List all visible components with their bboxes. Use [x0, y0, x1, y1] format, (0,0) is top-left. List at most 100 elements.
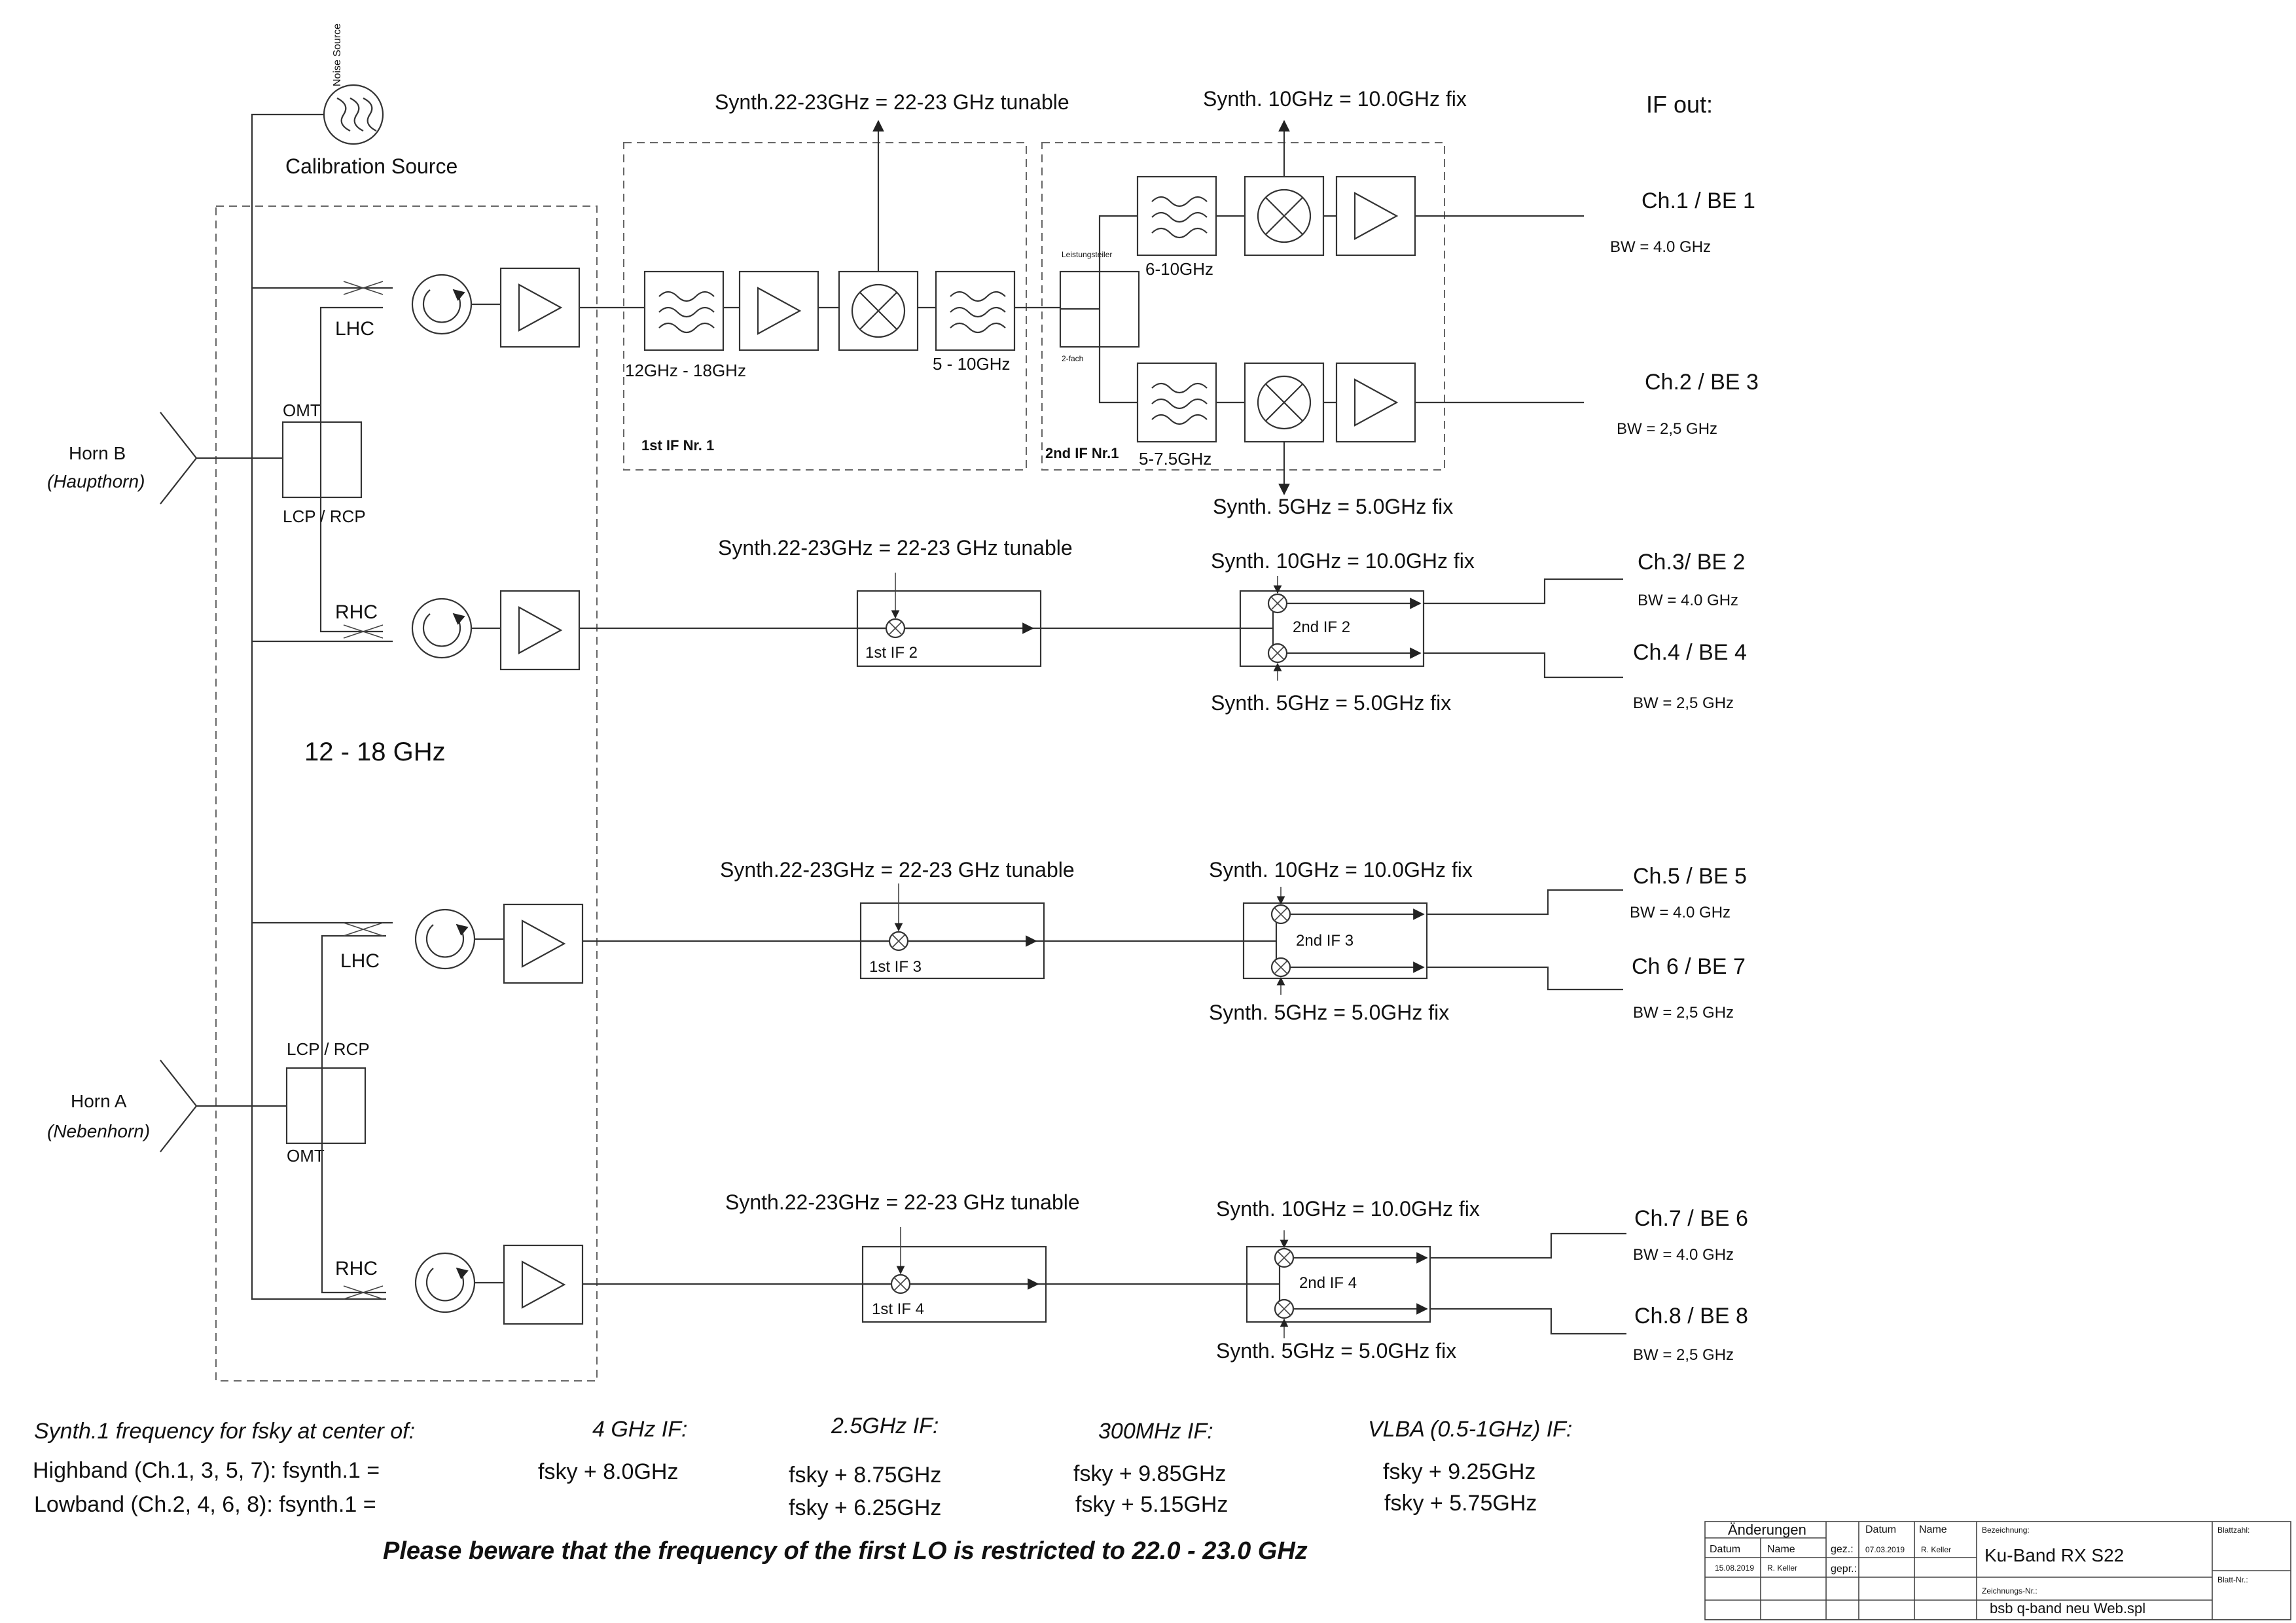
chain-3-out-b: Ch 6 / BE 7 [1632, 954, 1746, 979]
freq-col-vlba: VLBA (0.5-1GHz) IF: [1368, 1417, 1572, 1442]
frontend-enclosure [215, 205, 598, 1382]
freq-table-title: Synth.1 frequency for fsky at center of: [34, 1419, 415, 1444]
filter-5-10 [935, 270, 1016, 351]
filter-in-label: 12GHz - 18GHz [625, 361, 746, 380]
tb-drawing-no: bsb q-band neu Web.spl [1990, 1600, 2145, 1616]
chain-4-synth1: Synth.22-23GHz = 22-23 GHz tunable [725, 1190, 1080, 1214]
filter-out-label: 5 - 10GHz [933, 354, 1011, 374]
tb-designation: Ku-Band RX S22 [1984, 1545, 2124, 1565]
chain-3-synth1: Synth.22-23GHz = 22-23 GHz tunable [720, 858, 1075, 882]
pol-rhc-2: RHC [335, 1258, 378, 1279]
tb-gez: gez.: [1831, 1544, 1854, 1555]
chain-4-bw-b: BW = 2,5 GHz [1633, 1346, 1734, 1364]
chain-2: Synth.22-23GHz = 22-23 GHz tunable 1st I… [579, 536, 1747, 715]
filter-b-label: 5-7.5GHz [1139, 449, 1211, 469]
chain-3-synth5: Synth. 5GHz = 5.0GHz fix [1209, 1001, 1449, 1024]
omt-b-top-label: OMT [283, 401, 321, 420]
chain-2-bw-b: BW = 2,5 GHz [1633, 694, 1734, 712]
chain-2-if1: 1st IF 2 [865, 644, 918, 662]
chain-2-out-b: Ch.4 / BE 4 [1633, 640, 1747, 665]
tb-datum-h2: Datum [1865, 1524, 1896, 1535]
chain-4-synth10: Synth. 10GHz = 10.0GHz fix [1216, 1197, 1480, 1221]
if2-mixer-b [1244, 362, 1325, 443]
freq-high-2p5ghz: fsky + 8.75GHz [789, 1463, 941, 1488]
tb-changes: Änderungen [1728, 1522, 1806, 1538]
omt-a [285, 1067, 367, 1145]
if2-title: 2nd IF Nr.1 [1045, 445, 1119, 461]
chain-2-synth10: Synth. 10GHz = 10.0GHz fix [1211, 549, 1475, 573]
horn-a: Horn A (Nebenhorn) LCP / RCP OMT [47, 1039, 370, 1166]
horn-b: Horn B (Haupthorn) OMT LCP / RCP [47, 401, 366, 526]
tb-gez-date: 07.03.2019 [1865, 1545, 1905, 1554]
title-block: Änderungen Datum Name Datum Name 15.08.2… [1704, 1521, 2291, 1620]
chain-1-synth10: Synth. 10GHz = 10.0GHz fix [1203, 87, 1467, 111]
chain-2-if2: 2nd IF 2 [1293, 618, 1350, 636]
freq-low-2p5ghz: fsky + 6.25GHz [789, 1495, 941, 1520]
tb-sheets-label: Blattzahl: [2217, 1525, 2250, 1535]
if-out-label: IF out: [1646, 91, 1713, 118]
chain-1-synth1: Synth.22-23GHz = 22-23 GHz tunable [715, 90, 1069, 114]
chain-3-bw-b: BW = 2,5 GHz [1633, 1004, 1734, 1022]
tb-change-date: 15.08.2019 [1715, 1563, 1754, 1573]
chain-4-if2: 2nd IF 4 [1299, 1274, 1357, 1292]
chain-3-if1: 1st IF 3 [869, 958, 922, 976]
chain-3: Synth.22-23GHz = 22-23 GHz tunable 1st I… [583, 858, 1747, 1024]
if1-title: 1st IF Nr. 1 [641, 437, 714, 454]
freq-high-4ghz: fsky + 8.0GHz [538, 1459, 678, 1484]
chain-4: Synth.22-23GHz = 22-23 GHz tunable 1st I… [583, 1190, 1748, 1364]
splitter-bottom-label: 2-fach [1062, 354, 1083, 363]
freq-high-vlba: fsky + 9.25GHz [1383, 1459, 1535, 1484]
noise-source-label: Noise Source [332, 24, 343, 86]
filter-12-18 [643, 270, 725, 351]
splitter-top-label: Leistungsteiler [1062, 250, 1112, 259]
filter-5-7p5 [1136, 362, 1217, 443]
chain-4-out-a: Ch.7 / BE 6 [1634, 1206, 1748, 1231]
chain-1: Synth.22-23GHz = 22-23 GHz tunable 12GHz… [579, 87, 1759, 518]
pol-lhc-1: LHC [335, 318, 374, 340]
chain-4-if1: 1st IF 4 [872, 1300, 924, 1318]
circulator-4 [416, 1253, 475, 1312]
freq-row-lowband-label: Lowband (Ch.2, 4, 6, 8): fsynth.1 = [34, 1492, 376, 1517]
chain-3-if2: 2nd IF 3 [1296, 932, 1354, 950]
chain-4-out-b: Ch.8 / BE 8 [1634, 1304, 1748, 1329]
if2-amp-b [1335, 362, 1416, 443]
lna-3 [503, 903, 584, 984]
if2-enclosure-1 [1041, 142, 1445, 471]
horn-a-label: Horn A [71, 1091, 127, 1111]
circulator-2 [412, 599, 471, 658]
horn-a-subtitle: (Nebenhorn) [47, 1121, 150, 1141]
lna-4 [503, 1244, 584, 1325]
chain-1-out-b: Ch.2 / BE 3 [1645, 370, 1759, 395]
horn-b-subtitle: (Haupthorn) [47, 471, 145, 491]
lna-1 [499, 267, 581, 348]
chain-4-synth5: Synth. 5GHz = 5.0GHz fix [1216, 1339, 1456, 1363]
if1-amp [738, 270, 819, 351]
freq-low-300mhz: fsky + 5.15GHz [1075, 1492, 1228, 1517]
chain-3-synth10: Synth. 10GHz = 10.0GHz fix [1209, 858, 1473, 882]
freq-low-vlba: fsky + 5.75GHz [1384, 1491, 1537, 1516]
frequency-table: Synth.1 frequency for fsky at center of:… [33, 1414, 1572, 1520]
chain-2-synth5: Synth. 5GHz = 5.0GHz fix [1211, 691, 1451, 715]
lo-warning: Please beware that the frequency of the … [383, 1537, 1308, 1565]
if1-enclosure-1 [623, 142, 1027, 471]
chain-3-out-a: Ch.5 / BE 5 [1633, 864, 1747, 889]
circulator-3 [416, 910, 475, 969]
omt-b [281, 421, 363, 499]
tb-sheet-no-label: Blatt-Nr.: [2217, 1575, 2248, 1584]
freq-row-highband-label: Highband (Ch.1, 3, 5, 7): fsynth.1 = [33, 1458, 380, 1483]
band-label: 12 - 18 GHz [304, 738, 446, 766]
freq-high-300mhz: fsky + 9.85GHz [1073, 1461, 1226, 1486]
calibration-source: Noise Source Calibration Source [285, 24, 457, 178]
chain-3-bw-a: BW = 4.0 GHz [1630, 904, 1731, 921]
if1-mixer [838, 270, 919, 351]
tb-designation-label: Bezeichnung: [1982, 1525, 2030, 1535]
filter-a-label: 6-10GHz [1145, 259, 1213, 279]
omt-a-bottom-label: OMT [287, 1146, 325, 1166]
calibration-source-label: Calibration Source [285, 154, 457, 178]
tb-date-h: Datum [1710, 1544, 1740, 1555]
filter-6-10 [1136, 175, 1217, 257]
freq-col-300mhz: 300MHz IF: [1098, 1419, 1213, 1444]
omt-a-top-label: LCP / RCP [287, 1039, 370, 1059]
tb-name-h: Name [1767, 1544, 1795, 1555]
lna-2 [499, 590, 581, 671]
